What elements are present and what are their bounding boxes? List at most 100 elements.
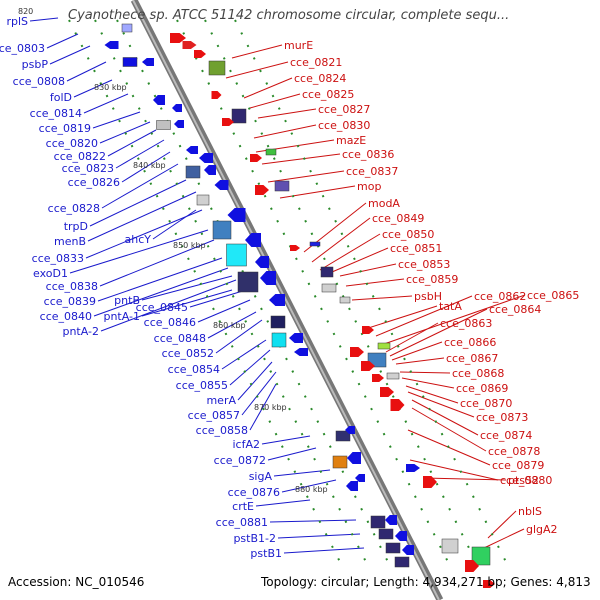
gene-label-cce-0828[interactable]: cce_0828 [48,202,100,215]
leader-line [331,247,389,273]
gene-label-rpls[interactable]: rplS [6,15,28,28]
gene-block [385,542,401,554]
leader-line [351,295,413,301]
gene-label-psbp[interactable]: psbP [22,58,49,71]
gene-block [226,243,247,267]
leader-line [339,263,397,277]
gene-label-cce-0845[interactable]: cce_0845 [136,301,188,314]
gene-label-cce-0870[interactable]: cce_0870 [460,397,512,410]
gene-label-moda[interactable]: modA [368,197,400,210]
leader-line [411,407,487,452]
leader-line [93,267,229,317]
gene-arrow [170,33,186,43]
gene-label-icfa2[interactable]: icfA2 [233,438,261,451]
gene-label-cce-0848[interactable]: cce_0848 [154,332,206,345]
gene-label-mera[interactable]: merA [206,394,236,407]
gene-label-cce-0838[interactable]: cce_0838 [46,280,98,293]
leader-line [207,311,257,339]
gene-label-cce-0836[interactable]: cce_0836 [342,148,394,161]
leader-line [401,377,455,389]
gene-label-mure[interactable]: murE [284,39,313,52]
gene-label-cce-0864[interactable]: cce_0864 [489,303,541,316]
gene-label-cce-0851[interactable]: cce_0851 [390,242,442,255]
gene-label-cce-0837[interactable]: cce_0837 [346,165,398,178]
gene-block [335,430,351,442]
gene-label-cce-0849[interactable]: cce_0849 [372,212,424,225]
gene-label-cce-0859[interactable]: cce_0859 [406,273,458,286]
gene-label-pnta-2[interactable]: pntA-2 [62,325,99,338]
gene-label-cce-0852[interactable]: cce_0852 [162,347,214,360]
leader-line [29,17,59,22]
gene-label-cce-0814[interactable]: cce_0814 [30,107,82,120]
gene-label-cce-0865[interactable]: cce_0865 [527,289,579,302]
gene-label-cce-0867[interactable]: cce_0867 [446,352,498,365]
gene-block [441,538,459,554]
gene-label-nbls[interactable]: nblS [518,505,542,518]
gene-label-pntb[interactable]: pntB [114,294,140,307]
gene-label-trpd[interactable]: trpD [64,220,88,233]
gene-label-cce-0850[interactable]: cce_0850 [382,228,434,241]
leader-line [261,153,341,165]
gene-block [378,528,394,540]
gene-label-cce-0855[interactable]: cce_0855 [176,379,228,392]
gene-label-cce-0826[interactable]: cce_0826 [68,176,120,189]
gene-label-cce-0824[interactable]: cce_0824 [294,72,346,85]
leader-line [141,275,233,301]
gene-arrow [260,271,276,285]
gene-label-cce-0879[interactable]: cce_0879 [492,459,544,472]
leader-line [99,121,151,144]
gene-arrow [104,41,119,49]
gene-label-cce-0880[interactable]: cce_0880 [500,474,552,487]
gene-label-ptss2[interactable]: ptsS2 [508,474,539,487]
gene-label-cce-0840[interactable]: cce_0840 [40,310,92,323]
gene-label-cce-0868[interactable]: cce_0868 [452,367,504,380]
gene-label-cce-0862[interactable]: cce_0862 [474,290,526,303]
leader-line [311,217,371,263]
gene-label-cce-0820[interactable]: cce_0820 [46,137,98,150]
leader-line [405,385,459,404]
gene-label-cce-0819[interactable]: cce_0819 [39,122,91,135]
gene-label-cce-0881[interactable]: cce_0881 [216,516,268,529]
gene-label-fold[interactable]: folD [50,91,72,104]
gene-label-cce-0821[interactable]: cce_0821 [290,56,342,69]
gene-block [231,108,247,124]
gene-label-cce-0874[interactable]: cce_0874 [480,429,532,442]
gene-label-cce-0853[interactable]: cce_0853 [398,258,450,271]
gene-label-cce-0873[interactable]: cce_0873 [476,411,528,424]
gene-label-cce-0863[interactable]: cce_0863 [440,317,492,330]
gene-label-crte[interactable]: crtE [232,500,254,513]
gene-label-pstb1-2[interactable]: pstB1-2 [233,532,276,545]
gene-label-cce-0823[interactable]: cce_0823 [62,162,114,175]
gene-label-siga[interactable]: sigA [249,470,273,483]
gene-label-pstb1[interactable]: pstB1 [250,547,282,560]
gene-label-exod1[interactable]: exoD1 [33,267,68,280]
gene-arrow [255,256,269,268]
gene-label-maze[interactable]: mazE [336,134,366,147]
gene-label-pnta-1[interactable]: pntA-1 [103,310,140,323]
gene-arrow [380,387,394,397]
gene-label-cce-0825[interactable]: cce_0825 [302,88,354,101]
gene-label-psbh[interactable]: psbH [414,290,442,303]
gene-label-glga2[interactable]: glgA2 [526,523,558,536]
gene-label-cce-0846[interactable]: cce_0846 [144,316,196,329]
gene-label-cce-0822[interactable]: cce_0822 [54,150,106,163]
gene-label-ahcy[interactable]: ahcY [125,233,152,246]
gene-label-cce-0878[interactable]: cce_0878 [488,445,540,458]
gene-label-cce-0830[interactable]: cce_0830 [318,119,370,132]
gene-label-menb[interactable]: menB [54,235,86,248]
gene-label-cce-0869[interactable]: cce_0869 [456,382,508,395]
gene-label-mop[interactable]: mop [357,180,381,193]
gene-label-cce-0876[interactable]: cce_0876 [228,486,280,499]
gene-label-cce-0808[interactable]: cce_0808 [13,75,65,88]
gene-arrow [345,426,355,434]
gene-label-cce-0839[interactable]: cce_0839 [44,295,96,308]
gene-label-cce-0854[interactable]: cce_0854 [168,363,220,376]
gene-label-cce-0858[interactable]: cce_0858 [196,424,248,437]
gene-label-tata[interactable]: tatA [439,300,462,313]
gene-label-cce-0866[interactable]: cce_0866 [444,336,496,349]
gene-label-cce-0857[interactable]: cce_0857 [188,409,240,422]
gene-label-cce-0803[interactable]: cce_0803 [0,42,45,55]
gene-label-cce-0827[interactable]: cce_0827 [318,103,370,116]
gene-label-cce-0872[interactable]: cce_0872 [214,454,266,467]
gene-label-cce-0833[interactable]: cce_0833 [32,252,84,265]
